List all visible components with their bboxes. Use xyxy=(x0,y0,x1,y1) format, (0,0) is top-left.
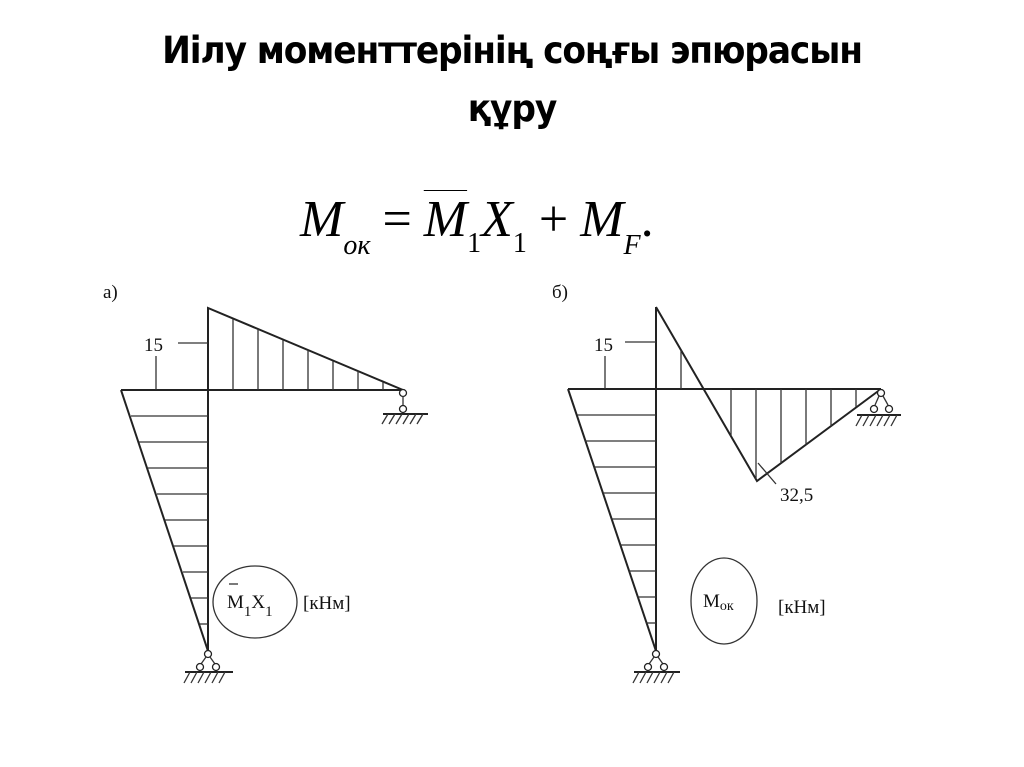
diagram-b-ellipse xyxy=(690,557,758,645)
beam-moment-outline xyxy=(207,306,404,391)
pin-support-icon xyxy=(183,649,233,684)
slide-title-line-2: құру xyxy=(467,87,558,130)
ellipse-text-b: Mок xyxy=(703,591,734,614)
diagram-a-ellipse xyxy=(212,565,298,639)
roller-support-icon xyxy=(381,388,428,425)
formula-terminator: . xyxy=(640,191,654,248)
beam-hatching xyxy=(680,350,857,479)
beam-hatching xyxy=(232,319,384,390)
column-moment-outline xyxy=(120,389,209,652)
extreme-value-leader xyxy=(757,462,777,485)
formula-term3-symbol: M xyxy=(580,191,624,248)
formula-lhs-subscript: ок xyxy=(343,230,371,261)
diagram-a: а) 15 xyxy=(103,282,428,684)
formula-term2-subscript: 1 xyxy=(512,228,527,259)
extreme-value-32-5: 32,5 xyxy=(780,485,813,506)
beam-moment-outline xyxy=(655,306,882,483)
formula-term1-symbol: M xyxy=(423,191,468,248)
slide-title-line-1: Иілу моменттерінің соңғы эпюрасын xyxy=(162,29,863,72)
formula-term3-subscript: F xyxy=(623,230,641,261)
ellipse-text-a: M1X1 xyxy=(227,592,273,620)
units-label-b: [кНм] xyxy=(778,597,826,618)
formula-term2-symbol: X xyxy=(481,191,513,248)
formula-lhs-symbol: M xyxy=(300,191,344,248)
ordinate-value-15: 15 xyxy=(144,335,163,356)
units-label-a: [кНм] xyxy=(303,593,351,614)
moment-formula: Mок=M1X1+MF. xyxy=(300,190,654,261)
formula-plus: + xyxy=(538,191,569,248)
column-hatching xyxy=(577,414,656,624)
slide-title: Иілу моменттерінің соңғы эпюрасын құру xyxy=(36,22,988,138)
formula-term1-subscript: 1 xyxy=(467,228,482,259)
ordinate-value-15: 15 xyxy=(594,335,613,356)
diagram-b: б) 15 xyxy=(552,282,901,684)
column-moment-outline xyxy=(567,388,657,652)
diagram-a-label: а) xyxy=(103,282,118,303)
column-hatching xyxy=(131,415,208,625)
formula-equals: = xyxy=(382,191,412,248)
pin-support-bottom-icon xyxy=(632,649,680,684)
pin-support-icon xyxy=(855,388,901,427)
diagram-b-label: б) xyxy=(552,282,568,303)
